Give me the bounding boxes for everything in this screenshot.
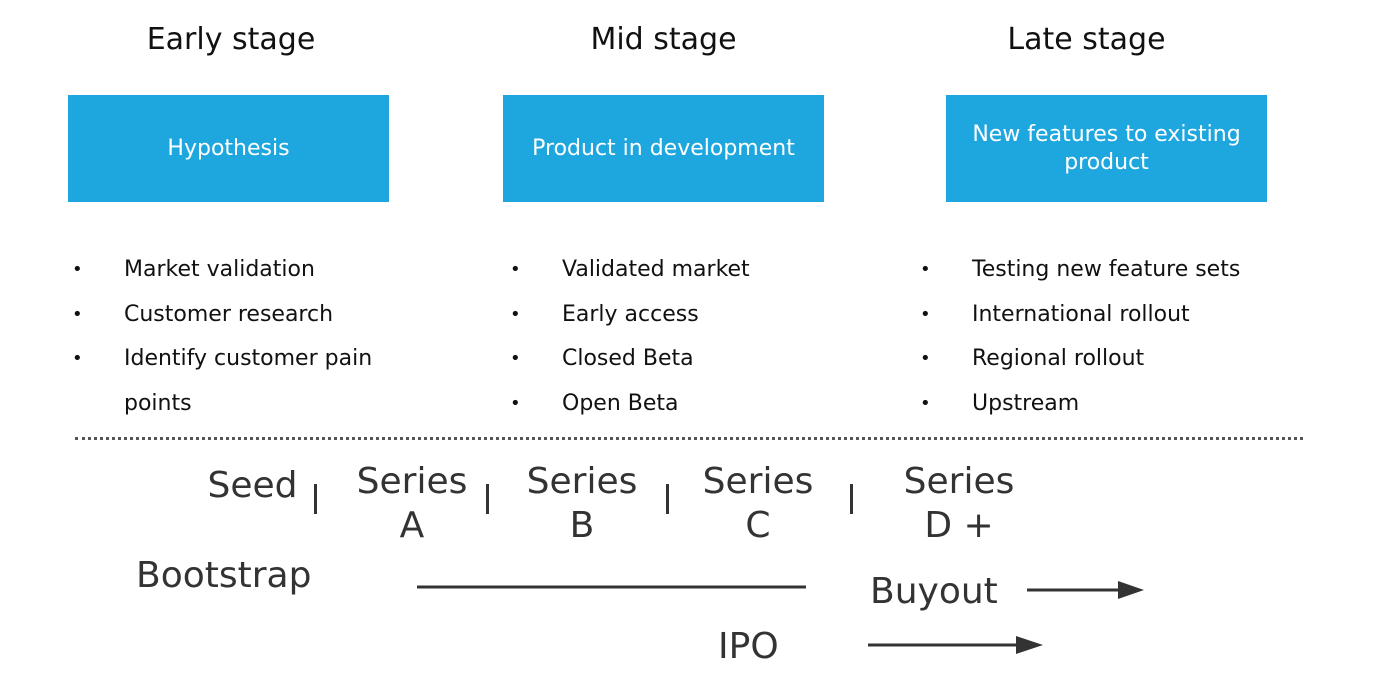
round-series-a-line2: A bbox=[399, 505, 425, 546]
bullet-item: Upstream bbox=[920, 382, 1340, 427]
round-separator bbox=[850, 484, 853, 514]
bullet-list-late: Testing new feature sets International r… bbox=[920, 248, 1340, 426]
box-hypothesis-label: Hypothesis bbox=[167, 135, 290, 161]
bullet-list-mid: Validated market Early access Closed Bet… bbox=[510, 248, 840, 426]
round-series-a: Series A bbox=[350, 460, 474, 548]
round-separator bbox=[666, 484, 669, 514]
stage-title-early: Early stage bbox=[146, 22, 316, 57]
round-series-a-line1: Series bbox=[356, 461, 468, 502]
box-product-in-development: Product in development bbox=[503, 95, 824, 202]
round-series-b-line1: Series bbox=[526, 461, 638, 502]
round-series-d-line1: Series bbox=[903, 461, 1015, 502]
label-ipo: IPO bbox=[718, 626, 779, 667]
round-series-c-line1: Series bbox=[702, 461, 814, 502]
bullet-item: Early access bbox=[510, 293, 840, 338]
round-seed-label: Seed bbox=[207, 465, 298, 506]
bullet-item: Validated market bbox=[510, 248, 840, 293]
bullet-item: Closed Beta bbox=[510, 337, 840, 382]
ipo-arrow-icon bbox=[868, 636, 1043, 654]
round-separator bbox=[486, 484, 489, 514]
bullet-item: Testing new feature sets bbox=[920, 248, 1340, 293]
label-buyout: Buyout bbox=[870, 571, 998, 612]
bullet-item: Regional rollout bbox=[920, 337, 1340, 382]
label-bootstrap: Bootstrap bbox=[136, 555, 312, 596]
round-series-b: Series B bbox=[520, 460, 644, 548]
box-new-features: New features to existing product bbox=[946, 95, 1267, 202]
round-series-c-line2: C bbox=[745, 505, 771, 546]
box-hypothesis: Hypothesis bbox=[68, 95, 389, 202]
dotted-divider bbox=[75, 437, 1303, 440]
stage-title-mid: Mid stage bbox=[590, 22, 737, 57]
bullet-item: Identify customer pain points bbox=[72, 337, 382, 426]
round-series-c: Series C bbox=[696, 460, 820, 548]
bullet-item: International rollout bbox=[920, 293, 1340, 338]
stage-title-late: Late stage bbox=[1007, 22, 1166, 57]
bullet-list-early: Market validation Customer research Iden… bbox=[72, 248, 382, 426]
buyout-arrow-icon bbox=[1027, 581, 1144, 599]
round-separator bbox=[314, 484, 317, 514]
bullet-item: Market validation bbox=[72, 248, 382, 293]
bullet-item: Open Beta bbox=[510, 382, 840, 427]
box-product-in-development-label: Product in development bbox=[532, 135, 795, 161]
round-series-d: Series D + bbox=[895, 460, 1023, 548]
round-series-b-line2: B bbox=[569, 505, 595, 546]
round-seed: Seed bbox=[195, 464, 310, 508]
box-new-features-label: New features to existing product bbox=[972, 121, 1241, 175]
round-series-d-line2: D + bbox=[924, 505, 994, 546]
bullet-item: Customer research bbox=[72, 293, 382, 338]
